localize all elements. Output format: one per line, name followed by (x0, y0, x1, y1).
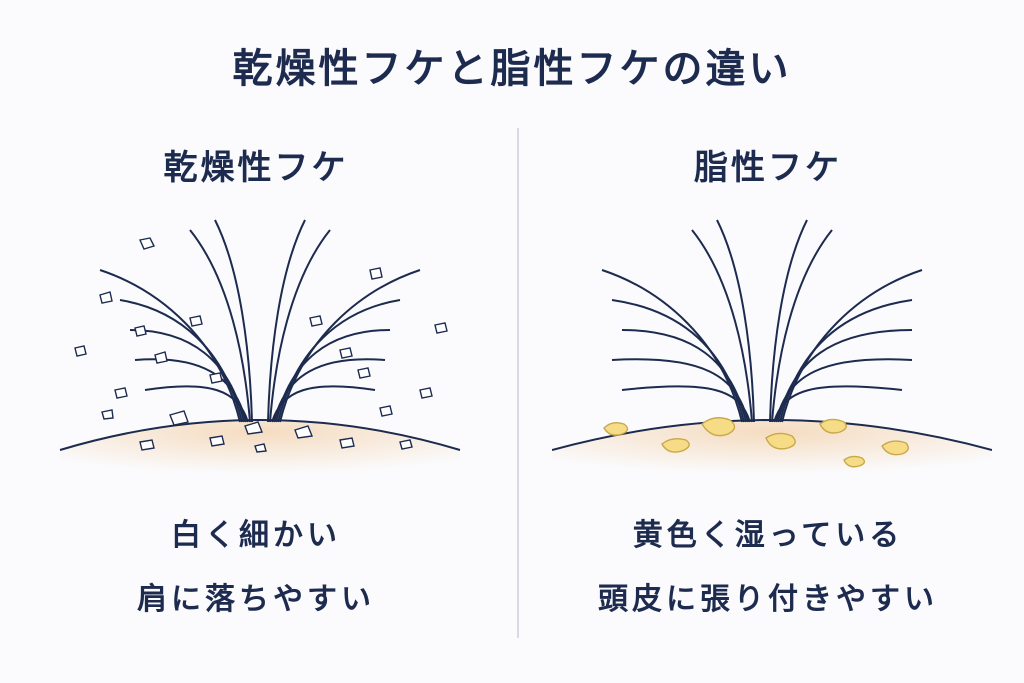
scalp-shape (552, 420, 992, 480)
page-title: 乾燥性フケと脂性フケの違い (232, 46, 792, 92)
center-divider (517, 128, 519, 638)
hair-strands (601, 219, 923, 423)
oily-caption-line2: 頭皮に張り付きやすい (598, 582, 938, 617)
dry-caption-line2: 肩に落ちやすい (137, 582, 375, 617)
oily-caption-line1: 黄色く湿っている (632, 518, 904, 553)
dry-caption-line1: 白く細かい (171, 518, 341, 553)
dry-dandruff-panel: 乾燥性フケ (59, 148, 461, 617)
hair-strands (99, 219, 421, 423)
scalp-line (59, 419, 461, 451)
oily-dandruff-panel: 脂性フケ (512, 0, 1024, 683)
oily-dandruff-heading: 脂性フケ (694, 148, 842, 188)
oily-dandruff-illustration (552, 219, 992, 480)
oily-flakes (603, 417, 909, 468)
dry-dandruff-illustration (59, 219, 461, 480)
dry-dandruff-heading: 乾燥性フケ (163, 148, 349, 188)
dry-flakes (74, 237, 448, 453)
